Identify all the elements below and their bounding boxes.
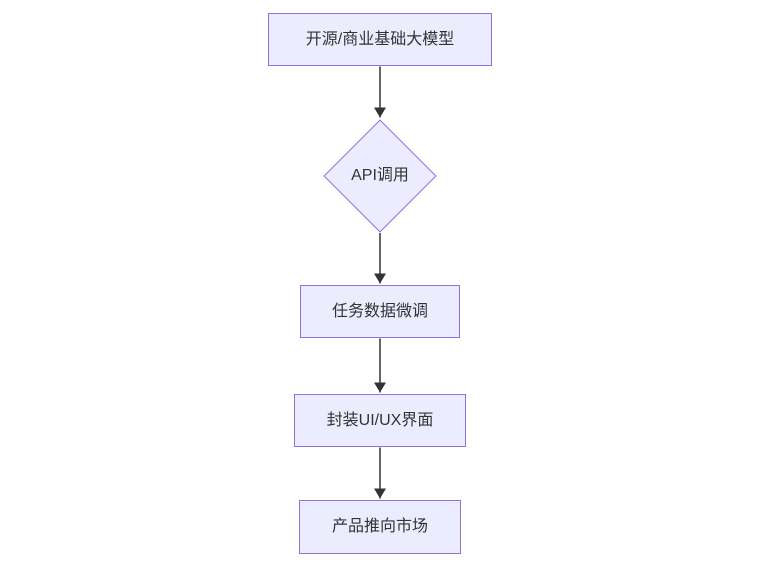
node-ui-ux-wrapper: 封装UI/UX界面 — [294, 394, 466, 447]
node-product-to-market-label: 产品推向市场 — [331, 518, 428, 536]
node-api-call-label: API调用 — [351, 167, 409, 185]
node-task-finetune-label: 任务数据微调 — [331, 302, 428, 320]
node-product-to-market: 产品推向市场 — [299, 500, 461, 554]
node-foundation-model: 开源/商业基础大模型 — [268, 13, 492, 66]
node-foundation-model-label: 开源/商业基础大模型 — [305, 30, 455, 48]
node-ui-ux-label: 封装UI/UX界面 — [326, 411, 434, 429]
node-api-call-decision: API调用 — [323, 119, 437, 233]
node-task-finetune: 任务数据微调 — [300, 285, 460, 338]
